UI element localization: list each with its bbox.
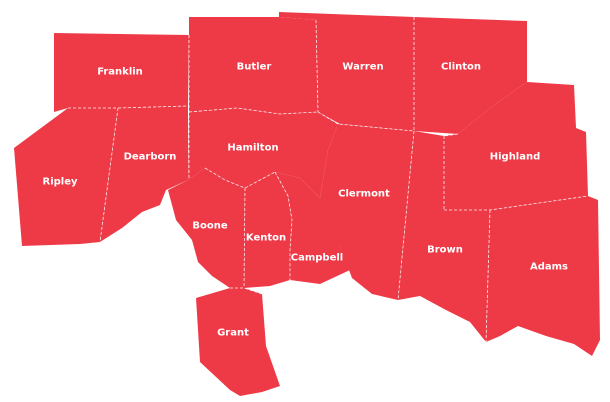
- county-butler[interactable]: [189, 17, 318, 114]
- county-adams[interactable]: [486, 196, 600, 356]
- county-warren[interactable]: [279, 12, 414, 131]
- county-clinton[interactable]: [414, 17, 527, 134]
- county-boone[interactable]: [168, 168, 245, 288]
- border-lines: [68, 17, 589, 343]
- county-highland[interactable]: [444, 82, 588, 210]
- county-dearborn[interactable]: [100, 106, 188, 242]
- county-hamilton[interactable]: [188, 108, 338, 198]
- county-brown[interactable]: [398, 131, 490, 342]
- county-campbell[interactable]: [275, 172, 350, 284]
- county-kenton[interactable]: [244, 172, 292, 288]
- county-ripley[interactable]: [14, 108, 118, 246]
- county-clermont[interactable]: [320, 124, 414, 300]
- county-grant[interactable]: [196, 288, 280, 396]
- county-franklin[interactable]: [54, 33, 189, 112]
